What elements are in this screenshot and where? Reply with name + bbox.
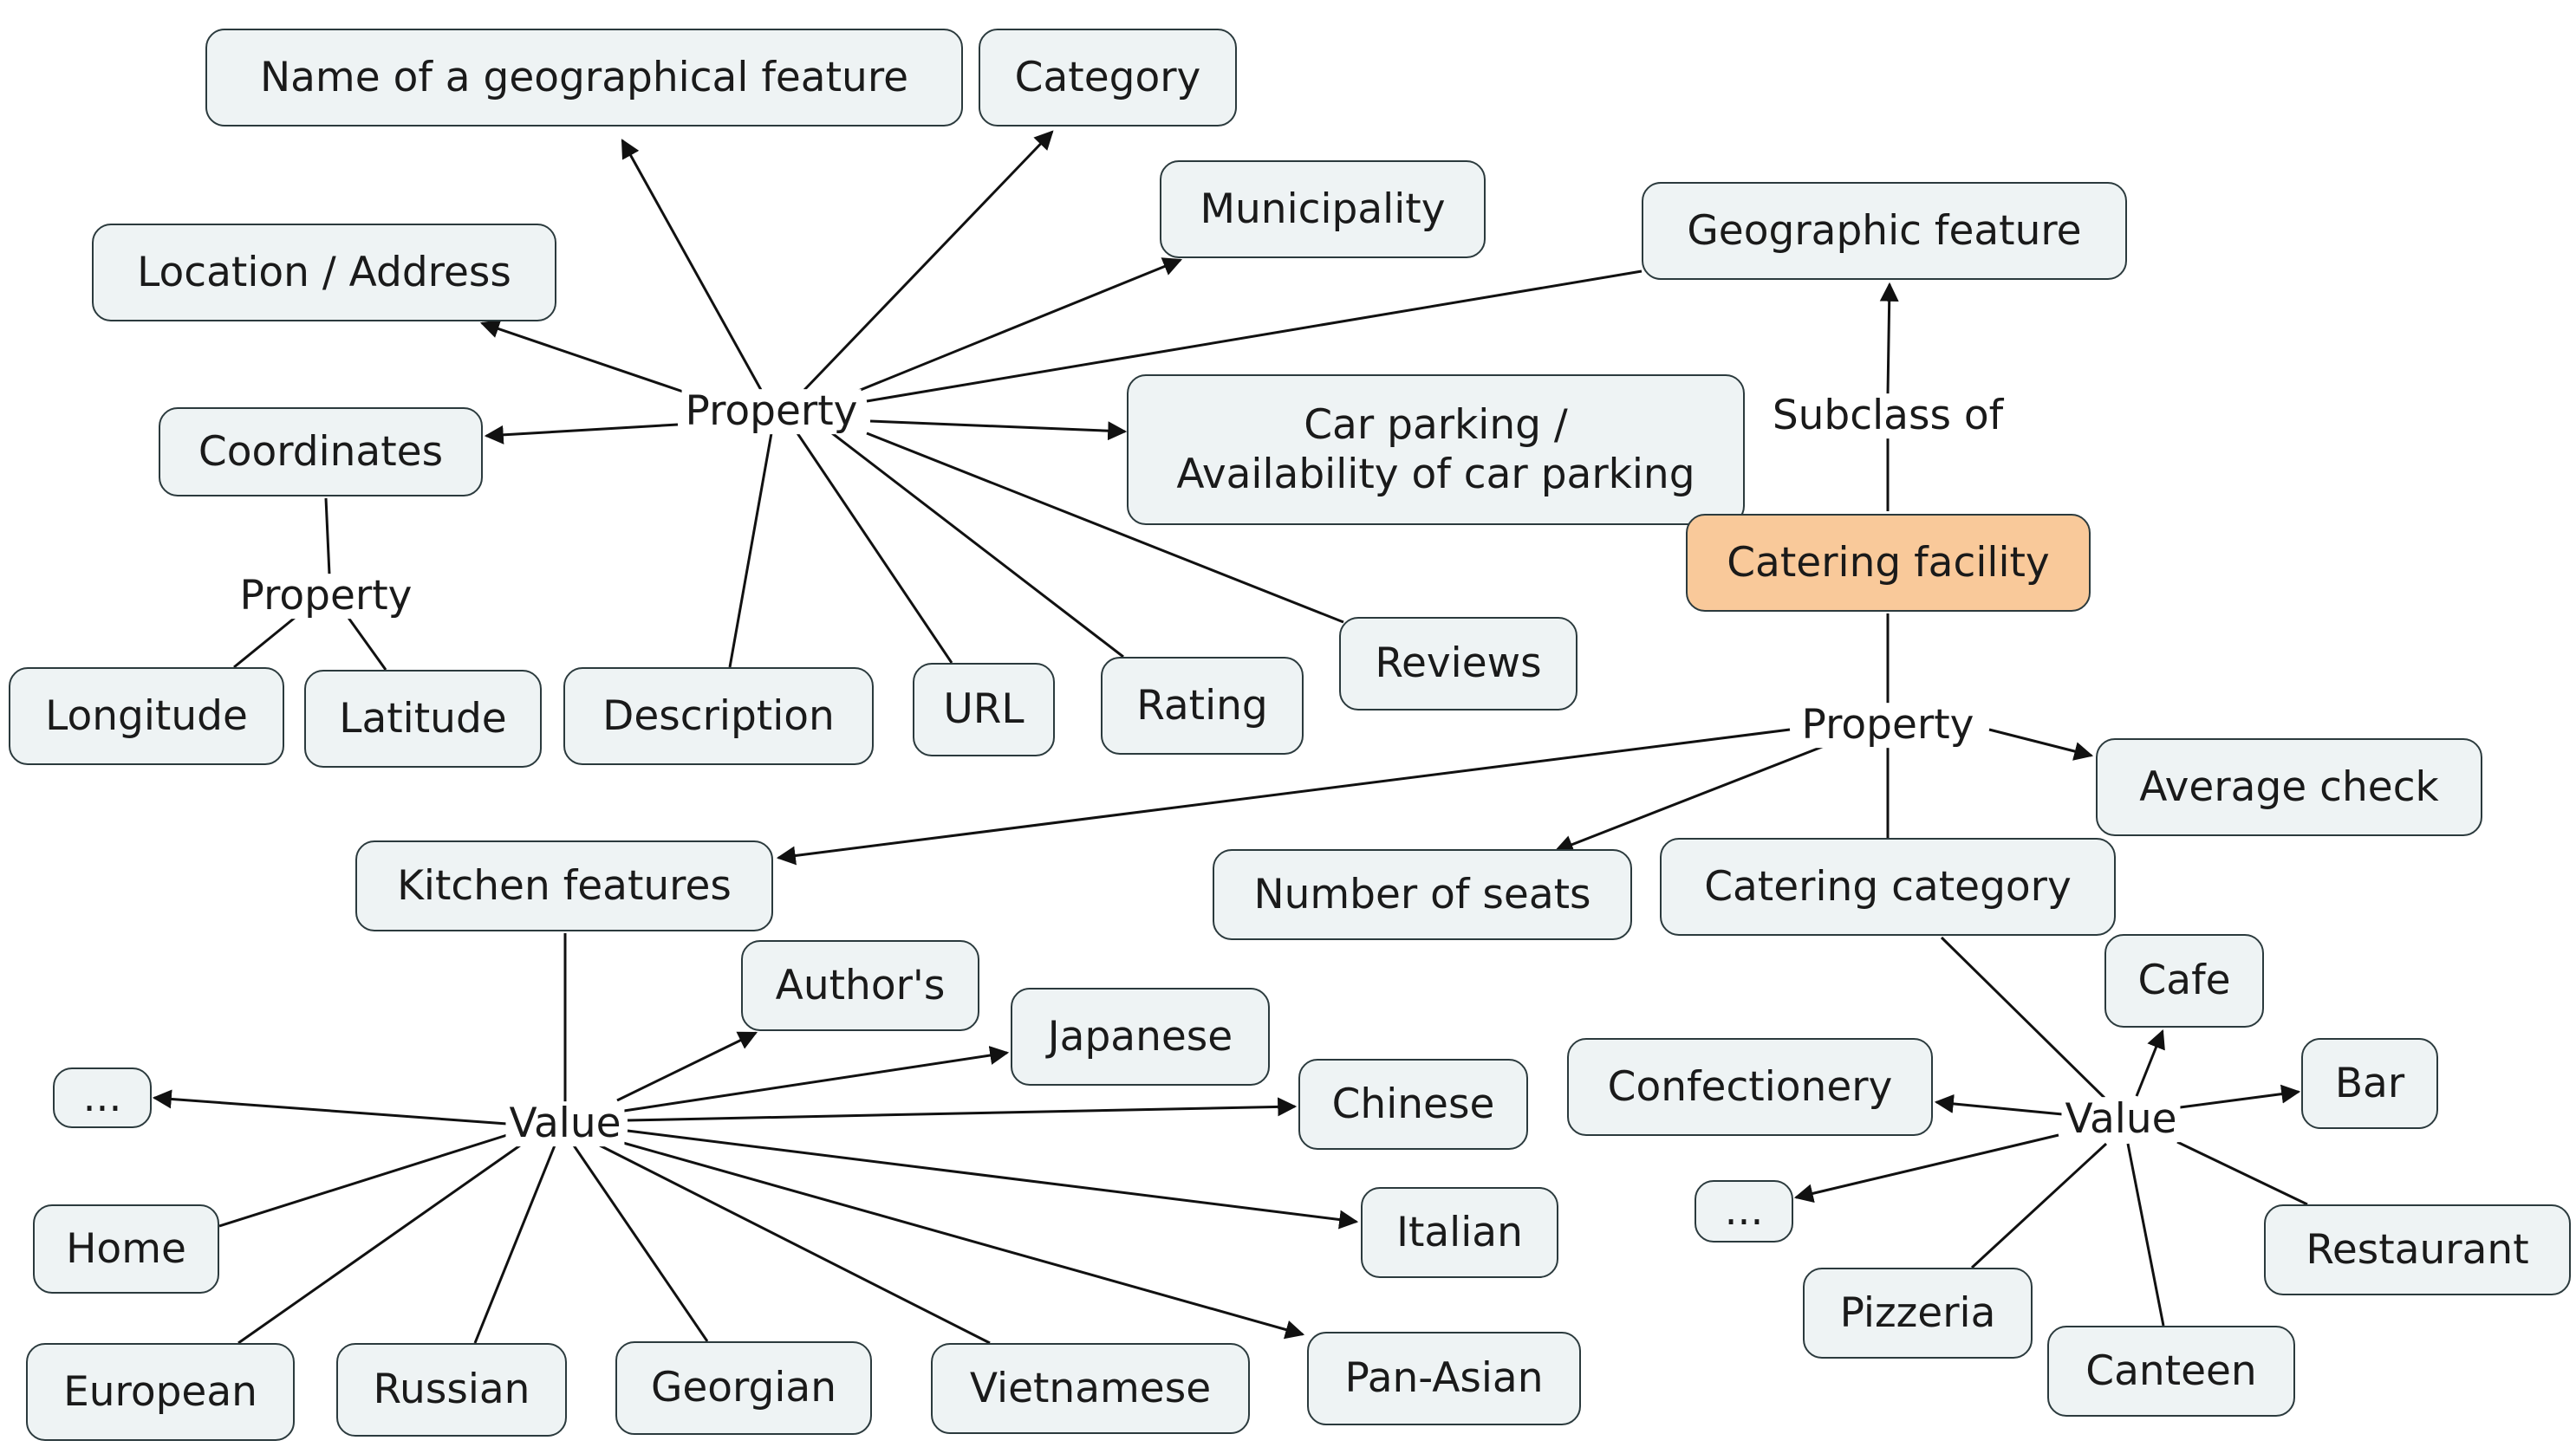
label-value-kitchen: Value [505,1101,625,1146]
connector-edge [218,1133,508,1228]
node-car-parking: Car parking / Availability of car parkin… [1127,374,1745,525]
connector-edge [796,432,953,664]
node-number-of-seats: Number of seats [1213,849,1632,940]
node-georgian: Georgian [615,1341,872,1435]
node-restaurant: Restaurant [2264,1204,2571,1295]
node-description: Description [563,667,874,765]
connector-edge [237,1144,521,1345]
node-canteen: Canteen [2047,1326,2295,1417]
arrow-edge [1988,728,2094,761]
arrow-edge [152,1089,508,1126]
node-authors: Author's [741,940,979,1031]
arrow-edge [776,728,1791,866]
connector-edge [866,269,1643,403]
connector-edge [728,432,773,668]
node-bar: Bar [2301,1038,2438,1129]
node-vietnamese: Vietnamese [931,1343,1250,1434]
arrow-edge [1793,1133,2059,1204]
arrow-edge [479,319,684,393]
node-rating: Rating [1101,657,1304,755]
connector-edge [2176,1140,2308,1206]
node-catering-facility: Catering facility [1686,514,2091,612]
node-home: Home [33,1204,219,1294]
node-pizzeria: Pizzeria [1803,1268,2033,1359]
node-average-check: Average check [2096,738,2482,836]
node-kitchen-features: Kitchen features [355,840,773,931]
arrow-edge [2166,1084,2301,1111]
node-municipality: Municipality [1160,160,1486,258]
label-subclass-of: Subclass of [1768,393,2007,438]
node-geographic-feature: Geographic feature [1642,182,2127,280]
node-coordinates: Coordinates [159,407,483,496]
label-property-main: Property [681,389,862,434]
node-catering-category: Catering category [1660,838,2116,936]
node-location-address: Location / Address [92,224,556,321]
connector-edge [473,1145,556,1344]
connector-edge [866,432,1344,624]
label-property-catering: Property [1798,703,1978,748]
connector-edge [1970,1142,2108,1269]
arrow-edge [627,1129,1359,1230]
arrow-edge [1553,739,1838,854]
connector-edge [233,616,296,669]
connector-edge [831,432,1124,659]
connector-edge [2126,1143,2165,1327]
node-longitude: Longitude [9,667,284,765]
arrow-edge [484,423,679,444]
node-category: Category [979,29,1237,127]
node-url: URL [913,663,1055,756]
node-japanese: Japanese [1011,988,1270,1086]
node-latitude: Latitude [304,670,542,768]
arrow-edge [616,1139,1305,1340]
node-european: European [26,1343,295,1441]
node-confectionery: Confectionery [1567,1038,1933,1136]
node-name-geographical-feature: Name of a geographical feature [205,29,963,127]
node-ellipsis-kitchen: ... [53,1067,152,1128]
node-chinese: Chinese [1298,1059,1528,1150]
node-reviews: Reviews [1339,617,1577,711]
arrow-edge [869,419,1128,441]
arrow-edge [623,1046,1010,1113]
arrow-edge [616,1031,758,1102]
connector-edge [1940,936,2106,1100]
arrow-edge [627,1097,1298,1122]
connector-edge [599,1144,991,1345]
label-property-coordinates: Property [236,574,416,619]
arrow-edge [847,257,1183,397]
connector-edge [324,497,331,575]
node-italian: Italian [1361,1187,1558,1278]
label-value-catering: Value [2061,1097,2181,1142]
arrow-edge [621,139,763,391]
arrow-edge [1879,282,1899,395]
node-cafe: Cafe [2104,934,2264,1028]
arrow-edge [803,130,1054,392]
connector-edge [347,617,387,671]
node-ellipsis-catering: ... [1695,1180,1793,1243]
connector-edge [572,1145,709,1342]
arrow-edge [2135,1028,2165,1097]
arrow-edge [1934,1093,2072,1117]
node-pan-asian: Pan-Asian [1307,1332,1581,1425]
node-russian: Russian [336,1343,567,1437]
